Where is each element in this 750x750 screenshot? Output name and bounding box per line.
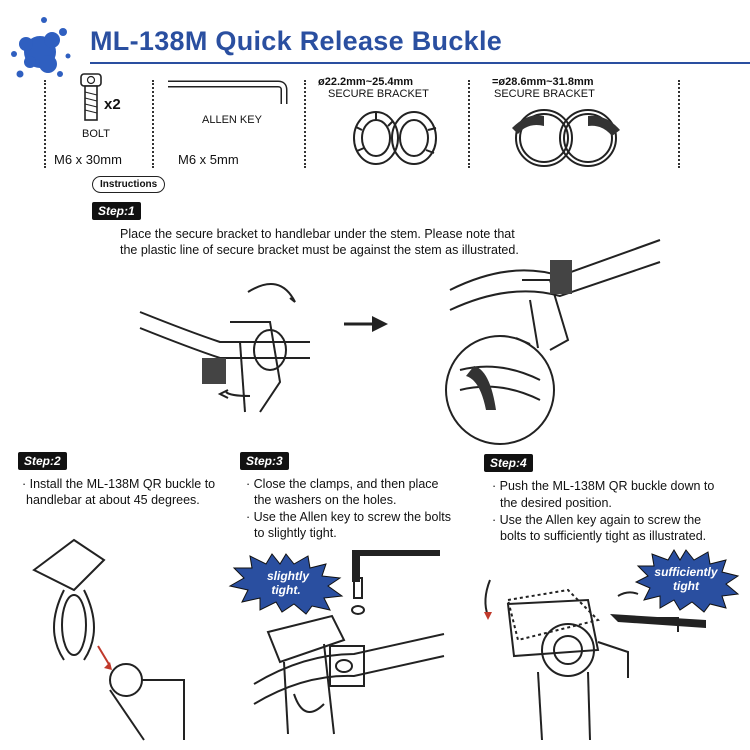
step-3-illustration <box>244 544 454 744</box>
bracket-large-range: =ø28.6mm~31.8mm <box>492 76 594 88</box>
step-4-line-3: · Use the Allen key again to screw the <box>492 512 701 529</box>
step-2-line-1: · Install the ML-138M QR buckle to <box>22 476 215 493</box>
step-2-label: Step:2 <box>18 452 67 470</box>
title-underline <box>90 62 750 64</box>
bracket-large-label: SECURE BRACKET <box>494 88 595 100</box>
divider <box>678 80 680 168</box>
step-3-line-4: to slightly tight. <box>254 525 337 542</box>
allen-key-size: M6 x 5mm <box>178 152 239 167</box>
right-arrow-icon <box>342 314 390 334</box>
step-2-line-2: handlebar at about 45 degrees. <box>26 492 200 509</box>
page-title: ML-138M Quick Release Buckle <box>90 26 502 57</box>
step-4-illustration <box>478 560 728 740</box>
step-1-before-illustration <box>130 272 330 422</box>
bolt-icon <box>78 72 104 124</box>
step-3-line-2: the washers on the holes. <box>254 492 396 509</box>
step-4-line-2: the desired position. <box>500 495 612 512</box>
step-2-illustration <box>14 530 224 740</box>
step-3-line-1: · Close the clamps, and then place <box>246 476 438 493</box>
secure-bracket-small-icon <box>346 104 450 168</box>
divider <box>304 80 306 168</box>
bracket-small-range: ø22.2mm~25.4mm <box>318 76 413 88</box>
bolt-label: BOLT <box>82 128 110 140</box>
step-1-label: Step:1 <box>92 202 141 220</box>
divider <box>152 80 154 168</box>
step-4-line-1: · Push the ML-138M QR buckle down to <box>492 478 714 495</box>
bolt-quantity: x2 <box>104 96 121 113</box>
allen-key-icon <box>166 78 292 106</box>
paint-splash-logo <box>8 12 78 90</box>
step-3-label: Step:3 <box>240 452 289 470</box>
step-4-line-4: bolts to sufficiently tight as illustrat… <box>500 528 706 545</box>
instructions-tag: Instructions <box>92 176 165 193</box>
step-3-line-3: · Use the Allen key to screw the bolts <box>246 509 451 526</box>
secure-bracket-large-icon <box>508 104 626 168</box>
bolt-size: M6 x 30mm <box>54 152 122 167</box>
divider <box>44 80 46 168</box>
divider <box>468 80 470 168</box>
step-1-after-illustration <box>430 220 670 440</box>
bracket-small-label: SECURE BRACKET <box>328 88 429 100</box>
step-4-label: Step:4 <box>484 454 533 472</box>
allen-key-label: ALLEN KEY <box>202 114 262 126</box>
